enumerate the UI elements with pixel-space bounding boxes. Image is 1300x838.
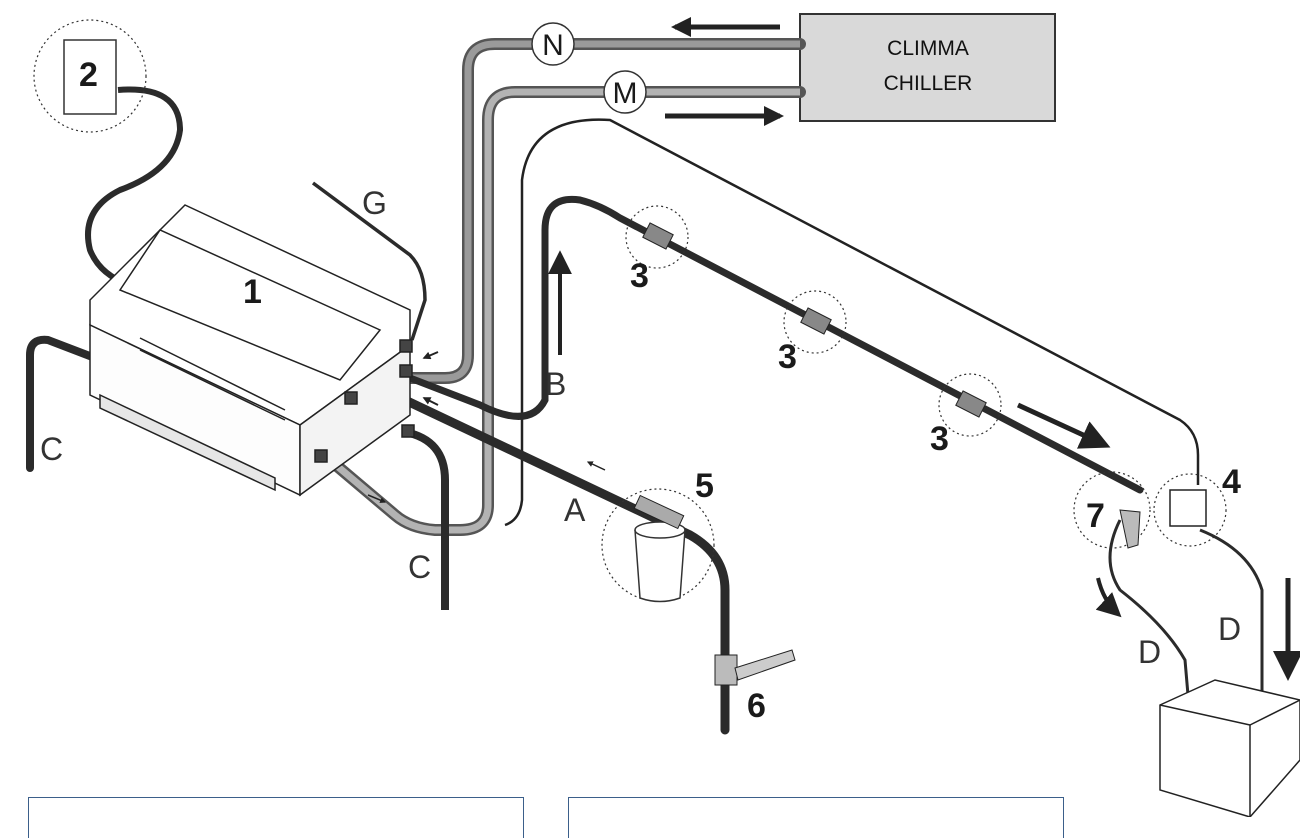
drain-hose-a: [400, 395, 730, 735]
pipe-n-marker: N: [531, 22, 575, 66]
label-component-6: 6: [747, 687, 766, 725]
ball-valve-6: [714, 649, 796, 686]
label-component-1: 1: [243, 273, 262, 311]
legend-panel-left: [28, 797, 524, 838]
legend-panel-right: [568, 797, 1064, 838]
thermostat-2: [33, 19, 147, 133]
label-component-4: 4: [1222, 463, 1241, 501]
chiller-flow-arrows: [665, 17, 784, 126]
trap-5: [601, 488, 715, 603]
hose-thermostat: [85, 86, 184, 288]
installation-diagram: CLIMMA CHILLER N M: [26, 13, 1300, 817]
label-component-5: 5: [695, 467, 714, 505]
pump-4: [1153, 473, 1227, 547]
chiller-label-line1: CLIMMA: [887, 37, 969, 60]
d-flow-arrow: [1095, 577, 1122, 618]
label-g: G: [362, 185, 387, 221]
label-component-2: 2: [79, 56, 98, 94]
label-a: A: [564, 492, 586, 528]
air-handler-unit: [89, 204, 415, 497]
label-d-right: D: [1218, 611, 1241, 647]
pump-cable: [504, 118, 1200, 527]
collection-tank: [1159, 679, 1300, 817]
chiller-label-line2: CHILLER: [884, 72, 973, 95]
label-c-bottom: C: [408, 549, 431, 585]
svg-text:N: N: [542, 29, 564, 62]
valve-3b: [783, 290, 847, 354]
hose-d-left: [1108, 519, 1190, 696]
drain-hose-main: [406, 195, 1144, 494]
climma-chiller-box: CLIMMA CHILLER: [799, 13, 1056, 122]
hose-c-left: [26, 335, 99, 472]
label-component-7: 7: [1086, 497, 1105, 535]
label-c-left: C: [40, 431, 63, 467]
label-component-3c: 3: [930, 420, 949, 458]
label-b: B: [545, 366, 566, 402]
valve-3a: [625, 205, 689, 269]
valve-3c: [938, 373, 1002, 437]
hose-d-right: [1199, 528, 1264, 712]
label-component-3b: 3: [778, 338, 797, 376]
svg-text:M: M: [613, 77, 638, 110]
wire-g: [311, 181, 427, 341]
label-d-left: D: [1138, 634, 1161, 670]
pipe-m-marker: M: [603, 70, 647, 114]
drain-flow-arrow: [1016, 402, 1111, 449]
fitting-7: [1073, 471, 1151, 549]
label-component-3a: 3: [630, 257, 649, 295]
